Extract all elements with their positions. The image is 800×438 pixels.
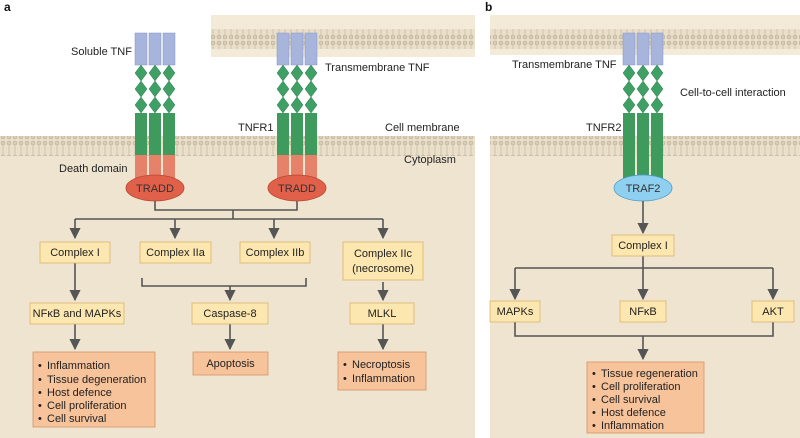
adjacent-cell-membrane (211, 29, 475, 49)
transmembrane-tnf-label: Transmembrane TNF (325, 62, 430, 74)
panel-b-letter: b (485, 0, 492, 14)
bullet: • (38, 374, 42, 386)
traf2-label: TRAF2 (626, 183, 661, 195)
tradd-label-right: TRADD (278, 183, 316, 195)
outcome-b-0: Tissue regeneration (601, 368, 698, 380)
tnfr1-label: TNFR1 (238, 122, 273, 134)
panel-b-connectors (509, 201, 779, 361)
outcomes-left-box: • Inflammation • Tissue degeneration • H… (32, 351, 156, 428)
panel-a-letter: a (4, 0, 11, 14)
apoptosis-box: Apoptosis (192, 351, 269, 376)
outcome-b-2: Cell survival (601, 394, 660, 406)
cell-to-cell-label: Cell-to-cell interaction (680, 87, 786, 99)
svg-text:Caspase-8: Caspase-8 (203, 308, 256, 320)
soluble-tnf-complex: TRADD (125, 32, 185, 202)
death-domain-label: Death domain (59, 163, 128, 175)
cysteine-rich-domains (622, 64, 664, 114)
outcome-right-1: Inflammation (352, 373, 415, 385)
svg-text:(necrosome): (necrosome) (352, 263, 414, 275)
bullet: • (592, 407, 596, 419)
cell-membrane-label: Cell membrane (385, 122, 460, 134)
svg-text:NFκB and MAPKs: NFκB and MAPKs (33, 308, 122, 320)
complex-i-box-b: Complex I (611, 234, 675, 257)
cysteine-rich-domains (276, 64, 318, 114)
bullet: • (592, 368, 596, 380)
outcome-left-2: Host defence (47, 387, 112, 399)
tnfr2-complex: TRAF2 (613, 32, 673, 202)
outcomes-right-box: • Necroptosis • Inflammation (337, 351, 427, 391)
svg-text:Complex I: Complex I (50, 247, 100, 259)
outcome-b-3: Host defence (601, 407, 666, 419)
outcome-left-0: Inflammation (47, 360, 110, 372)
outcome-left-4: Cell survival (47, 413, 106, 425)
svg-text:AKT: AKT (762, 306, 784, 318)
panel-a: a TRADD (0, 0, 475, 438)
bullet: • (343, 359, 347, 371)
outcome-b-1: Cell proliferation (601, 381, 680, 393)
outcome-left-1: Tissue degeneration (47, 374, 146, 386)
bullet: • (38, 400, 42, 412)
mapks-box: MAPKs (489, 300, 541, 323)
akt-box: AKT (751, 300, 795, 323)
transmembrane-tnf-label-b: Transmembrane TNF (512, 59, 617, 71)
tradd-label-left: TRADD (136, 183, 174, 195)
svg-text:Complex IIb: Complex IIb (246, 247, 305, 259)
panel-a-connectors (69, 201, 389, 351)
caspase-8-box: Caspase-8 (191, 302, 269, 325)
bullet: • (38, 360, 42, 372)
svg-text:Complex I: Complex I (618, 240, 668, 252)
svg-text:Complex IIc: Complex IIc (354, 248, 413, 260)
outcome-right-0: Necroptosis (352, 359, 411, 371)
outcome-left-3: Cell proliferation (47, 400, 126, 412)
svg-text:Apoptosis: Apoptosis (206, 358, 255, 370)
cell-membrane-a (0, 136, 475, 156)
svg-text:NFκB: NFκB (629, 306, 657, 318)
outcomes-b-box: • Tissue regeneration • Cell proliferati… (586, 361, 705, 434)
bullet: • (592, 381, 596, 393)
mlkl-box: MLKL (349, 302, 415, 325)
complex-iib-box: Complex IIb (239, 241, 311, 264)
complex-iia-box: Complex IIa (139, 241, 212, 264)
tnfr2-label: TNFR2 (586, 122, 621, 134)
svg-text:MAPKs: MAPKs (497, 306, 534, 318)
bullet: • (592, 394, 596, 406)
bullet: • (38, 387, 42, 399)
complex-i-box-a: Complex I (39, 241, 111, 264)
bullet: • (38, 413, 42, 425)
panel-b: b TRAF2 Transmembrane TNF Cell-to-cell i… (485, 0, 800, 438)
svg-text:Complex IIa: Complex IIa (146, 247, 206, 259)
cytoplasm-label: Cytoplasm (404, 154, 456, 166)
svg-text:MLKL: MLKL (368, 308, 397, 320)
transmembrane-tnf-complex: TRADD (267, 32, 327, 202)
complex-iic-box: Complex IIc (necrosome) (342, 241, 424, 281)
bullet: • (343, 373, 347, 385)
soluble-tnf-label: Soluble TNF (71, 46, 132, 58)
nfkb-box: NFκB (619, 300, 667, 323)
cysteine-rich-domains (134, 64, 176, 114)
outcome-b-4: Inflammation (601, 420, 664, 432)
bullet: • (592, 420, 596, 432)
nfkb-mapks-box: NFκB and MAPKs (29, 302, 125, 325)
